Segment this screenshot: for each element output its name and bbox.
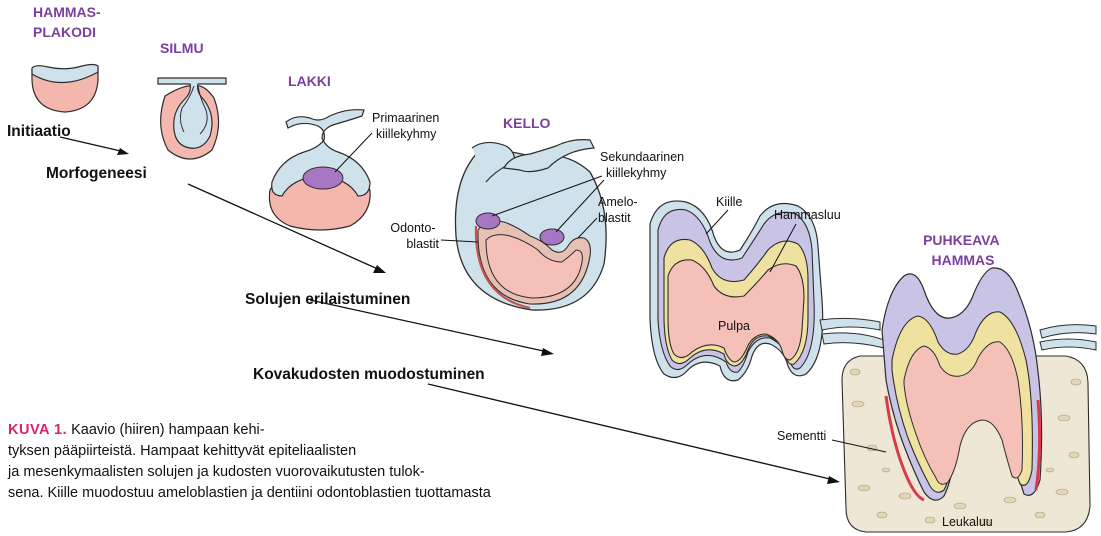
stage-label-silmu: SILMU <box>160 40 204 56</box>
label-kiille: Kiille <box>716 195 742 209</box>
stage-label-puhkeava-line1: PUHKEAVA <box>923 232 999 248</box>
label-sekundaarinen-line2: kiillekyhmy <box>606 166 667 180</box>
stage-label-hammasplakodi-line2: PLAKODI <box>33 24 96 40</box>
label-sekundaarinen-kiillekyhmy: Sekundaarinen kiillekyhmy <box>600 150 688 180</box>
label-ameloblastit-line1: Amelo- <box>598 195 638 209</box>
label-pulpa: Pulpa <box>718 319 750 333</box>
stage-label-hammasplakodi: HAMMAS- PLAKODI <box>33 4 105 40</box>
label-odontoblastit-line1: Odonto- <box>390 221 435 235</box>
label-primaarinen-line1: Primaarinen <box>372 111 439 125</box>
stage-label-lakki: LAKKI <box>288 73 331 89</box>
label-hammasluu: Hammasluu <box>774 208 841 222</box>
phase-label-initiaatio: Initiaatio <box>7 123 71 140</box>
label-sementti: Sementti <box>777 429 826 443</box>
phase-label-morfogeneesi: Morfogeneesi <box>46 165 147 182</box>
phase-label-kovakudosten-muodostuminen: Kovakudosten muodostuminen <box>253 366 485 383</box>
caption-line-2: tyksen pääpiirteistä. Hampaat kehittyvät… <box>8 441 648 462</box>
stage-label-kello: KELLO <box>503 115 551 131</box>
placode-illustration <box>32 65 98 113</box>
crown-illustration <box>650 201 823 381</box>
label-ameloblastit-line2: blastit <box>598 211 631 225</box>
figure-caption: KUVA 1. Kaavio (hiiren) hampaan kehi- ty… <box>8 420 648 504</box>
label-primaarinen-line2: kiillekyhmy <box>376 127 437 141</box>
label-odontoblastit-line2: blastit <box>406 237 439 251</box>
stage-label-hammasplakodi-line1: HAMMAS- <box>33 4 101 20</box>
caption-line-3: ja mesenkymaalisten solujen ja kudosten … <box>8 462 648 483</box>
stage-label-puhkeava-line2: HAMMAS <box>932 252 995 268</box>
leader-kiille <box>706 210 728 234</box>
stage-label-puhkeava-hammas: PUHKEAVA HAMMAS <box>923 232 1003 268</box>
caption-text-1: Kaavio (hiiren) hampaan kehi- <box>67 422 264 438</box>
label-leukaluu: Leukaluu <box>942 515 993 529</box>
label-sekundaarinen-line1: Sekundaarinen <box>600 150 684 164</box>
bell-illustration <box>455 140 606 310</box>
bud-illustration <box>158 78 226 159</box>
caption-line-4: sena. Kiille muodostuu ameloblastien ja … <box>8 483 648 504</box>
label-odontoblastit: Odonto- blastit <box>390 221 439 251</box>
erupting-tooth-illustration <box>820 268 1096 532</box>
cap-illustration <box>269 110 370 230</box>
label-primaarinen-kiillekyhmy: Primaarinen kiillekyhmy <box>372 111 443 141</box>
caption-label: KUVA 1. <box>8 422 67 438</box>
caption-line-1: KUVA 1. Kaavio (hiiren) hampaan kehi- <box>8 420 648 441</box>
phase-label-solujen-erilaistuminen: Solujen erilaistuminen <box>245 291 410 308</box>
